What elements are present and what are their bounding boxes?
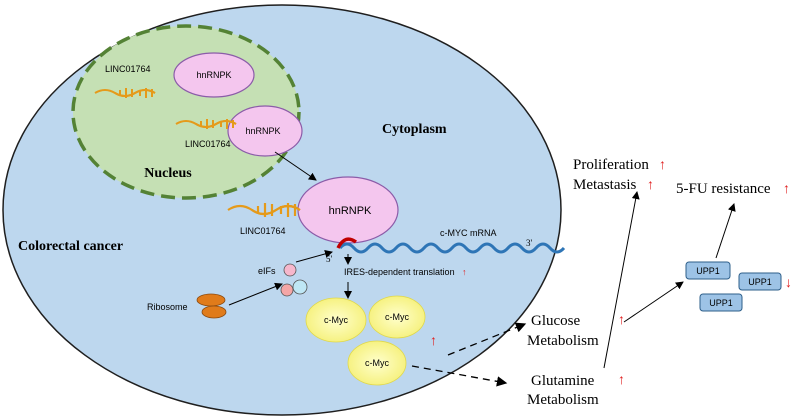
cmyc-protein-3-label: c-Myc: [365, 358, 389, 368]
cmyc-up-arrow: ↑: [430, 334, 437, 349]
eif-pink: [283, 263, 297, 277]
dna-strand-cytoplasm-icon: [227, 203, 301, 217]
hnrnpk-protein-top: [173, 52, 255, 98]
dna-strand-top-icon: [94, 88, 156, 98]
cmyc-mrna-label: c-MYC mRNA: [440, 228, 497, 238]
hnrnpk-cytoplasm-label: hnRNPK: [329, 205, 372, 217]
proliferation-label: Proliferation: [573, 157, 649, 173]
ires-element: [336, 237, 358, 249]
cmyc-mrna-strand: [338, 242, 566, 254]
glutamine-label-line1: Glutamine: [531, 373, 595, 389]
glutamine-label-line2: Metabolism: [527, 392, 599, 408]
glucose-to-upp1-arrow: [623, 281, 684, 323]
three-prime-label: 3': [526, 238, 533, 248]
eif-red: [280, 283, 294, 297]
upp1-to-resistance-arrow: [715, 203, 736, 259]
glucose-label-line2: Metabolism: [527, 333, 599, 349]
dna-strand-middle-icon: [175, 119, 237, 129]
hnrnpk-top-label: hnRNPK: [196, 70, 231, 80]
cmyc-protein-3: [347, 340, 407, 386]
glutamine-up-arrow: ↑: [618, 373, 625, 388]
hnrnpk-protein-middle: [227, 105, 303, 157]
glucose-label-line1: Glucose: [531, 313, 580, 329]
ribosome-icon: [196, 293, 227, 319]
ires-translation-label: IRES-dependent translation: [344, 267, 455, 277]
linc01764-cytoplasm-label: LINC01764: [240, 226, 286, 236]
nucleus-label: Nucleus: [144, 166, 192, 181]
cmyc-protein-2-label: c-Myc: [385, 312, 409, 322]
cmyc-protein-1: [305, 297, 367, 343]
fu-resistance-up-arrow: ↑: [783, 182, 790, 197]
fu-resistance-label: 5-FU resistance: [676, 181, 771, 197]
ires-up-arrow: ↑: [462, 267, 467, 277]
ribosome-label: Ribosome: [147, 302, 188, 312]
metabolism-to-proliferation-arrow: [603, 191, 640, 369]
linc01764-top-label: LINC01764: [105, 64, 151, 74]
proliferation-up-arrow: ↑: [659, 158, 666, 173]
colorectal-cancer-label: Colorectal cancer: [18, 239, 123, 254]
export-arrow: [274, 151, 317, 181]
upp1-box-a: [685, 261, 731, 280]
glutamine-dashed-arrow: [411, 365, 508, 387]
metastasis-label: Metastasis: [573, 177, 636, 193]
cytoplasm-label: Cytoplasm: [382, 122, 447, 137]
cmyc-protein-2: [368, 295, 426, 339]
eif-blue: [292, 279, 308, 295]
glucose-up-arrow: ↑: [618, 313, 625, 328]
upp1-down-arrow: ↓: [785, 276, 792, 291]
eifs-label: eIFs: [258, 266, 276, 276]
upp1-box-c-label: UPP1: [709, 298, 733, 308]
upp1-box-a-label: UPP1: [696, 266, 720, 276]
upp1-box-b: [738, 272, 782, 291]
ribosome-arrow: [228, 282, 283, 306]
metastasis-up-arrow: ↑: [647, 178, 654, 193]
upp1-box-c: [699, 293, 743, 312]
upp1-box-b-label: UPP1: [748, 277, 772, 287]
hnrnpk-middle-label: hnRNPK: [245, 126, 280, 136]
linc01764-middle-label: LINC01764: [185, 139, 231, 149]
five-prime-label: 5': [326, 254, 333, 264]
cmyc-protein-1-label: c-Myc: [324, 315, 348, 325]
glucose-dashed-arrow: [447, 322, 527, 356]
eif-binding-arrow: [295, 250, 333, 263]
